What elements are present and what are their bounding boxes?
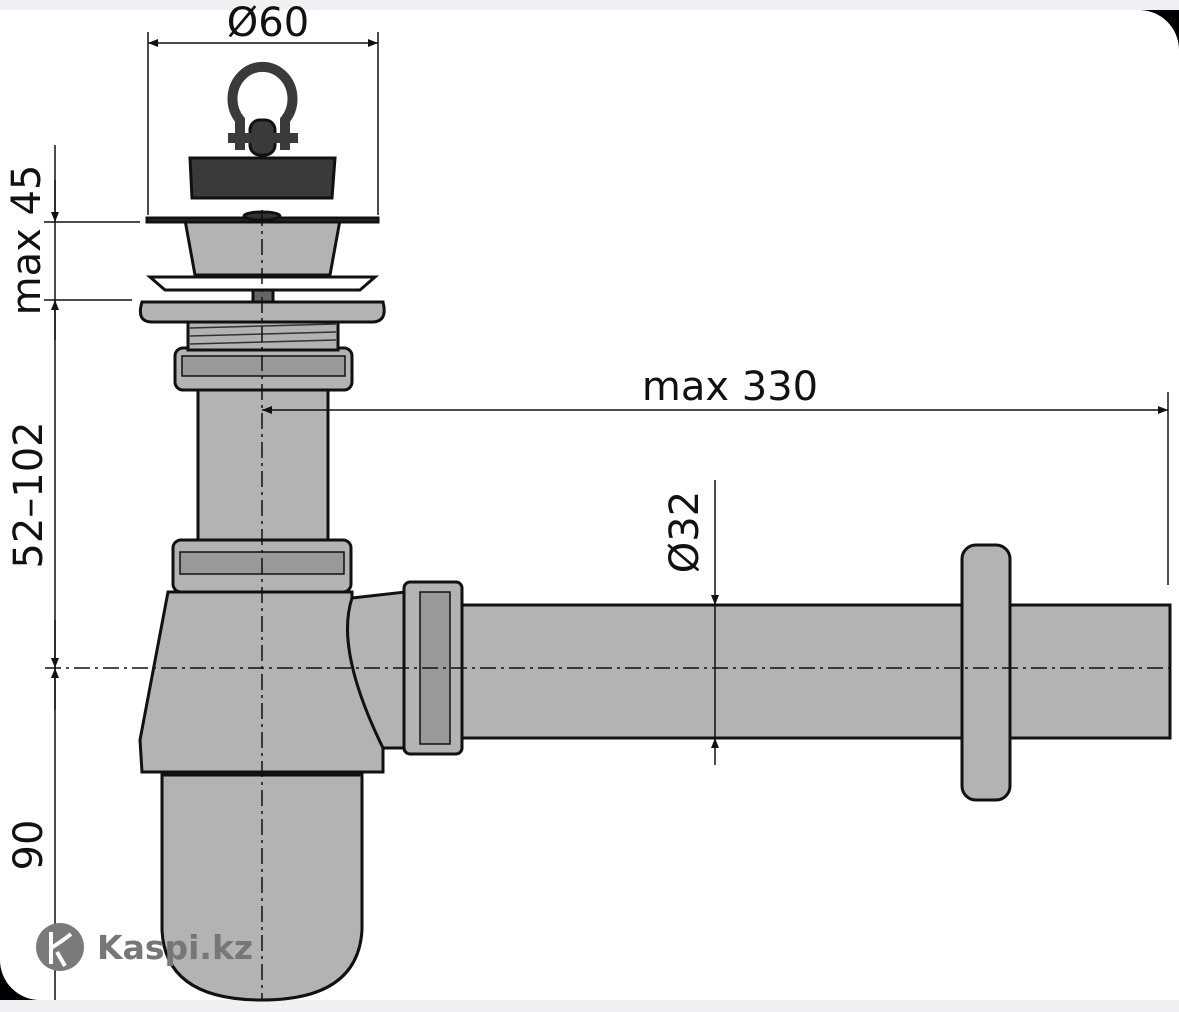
dimension-lines — [44, 32, 1169, 1000]
vertical-pipe — [196, 386, 330, 545]
outlet-pipe — [458, 603, 967, 740]
siphon-parts — [138, 61, 1172, 1002]
bottom-bar — [0, 1000, 1179, 1012]
top-bar — [0, 0, 1179, 10]
kaspi-watermark: Kaspi.kz — [35, 922, 253, 972]
stopper-ring — [227, 61, 298, 150]
outlet-pipe-end — [1003, 603, 1172, 740]
watermark-text: Kaspi.kz — [97, 927, 254, 967]
knurl-lines — [189, 323, 337, 345]
stopper-plug — [188, 156, 337, 200]
dim-max-height-top: max 45 — [4, 165, 50, 316]
dim-max-length: max 330 — [642, 364, 818, 410]
side-connector — [346, 590, 407, 750]
wall-rosette — [960, 543, 1012, 802]
kaspi-logo-icon — [36, 923, 84, 971]
center-lines — [45, 210, 1175, 1000]
dim-height-range: 52–102 — [6, 421, 52, 568]
dim-top-diameter: Ø60 — [227, 0, 309, 46]
dim-pipe-diameter: Ø32 — [662, 491, 708, 573]
dim-bottom-height: 90 — [6, 820, 52, 871]
